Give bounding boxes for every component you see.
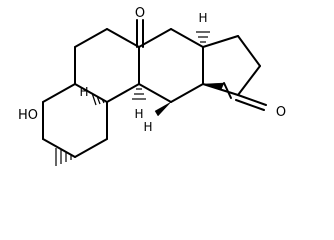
h-c8-label: H (143, 120, 152, 134)
h-c5-label: H (79, 85, 88, 99)
hash-c5-2 (96, 95, 101, 105)
hash-c5-3 (91, 92, 97, 106)
bond-c2-c3 (74, 138, 108, 158)
hash-c5-1 (101, 98, 105, 104)
bond-c16-c17 (237, 65, 261, 96)
ketone-c6: O (135, 6, 145, 48)
ketone-c17: O (235, 94, 286, 120)
ring-b (74, 28, 140, 103)
bond-c11-c12 (170, 28, 204, 48)
bond-c17-o-1 (237, 94, 267, 106)
bond-c13-c15 (202, 35, 239, 48)
ring-c (138, 28, 204, 103)
bond-c13-c14 (170, 83, 204, 103)
ring-a (42, 83, 108, 158)
ketone-c6-oxygen: O (135, 6, 145, 21)
hydroxyl-c3: HO (18, 108, 72, 166)
h-c9-label: H (134, 107, 143, 121)
bond-c17-o-2 (235, 99, 265, 111)
h-c8: H (143, 101, 172, 134)
bond-c5-c6 (106, 83, 140, 103)
bond-c3-c4 (42, 138, 76, 158)
bond-c9-c11 (138, 28, 172, 48)
methyl-c13-bond (223, 82, 232, 99)
hydroxyl-label: HO (18, 108, 38, 123)
ketone-c17-oxygen: O (276, 105, 286, 120)
h-c9: H (132, 88, 146, 121)
bond-c7-c8 (106, 28, 140, 48)
bond-c14-c8 (138, 83, 172, 103)
bond-c15-c16 (237, 35, 261, 67)
h-c14-label: H (198, 11, 207, 25)
h-c8-wedge (154, 101, 172, 117)
bond-c8-c9 (74, 28, 108, 48)
steroid-structure: O O HO H H H H (18, 6, 286, 166)
methyl-c13-wedge (202, 82, 225, 91)
bond-c10-c1 (74, 83, 108, 103)
bond-c5-c10 (42, 83, 76, 103)
h-c14: H (196, 11, 210, 43)
h-c5: H (79, 85, 105, 106)
